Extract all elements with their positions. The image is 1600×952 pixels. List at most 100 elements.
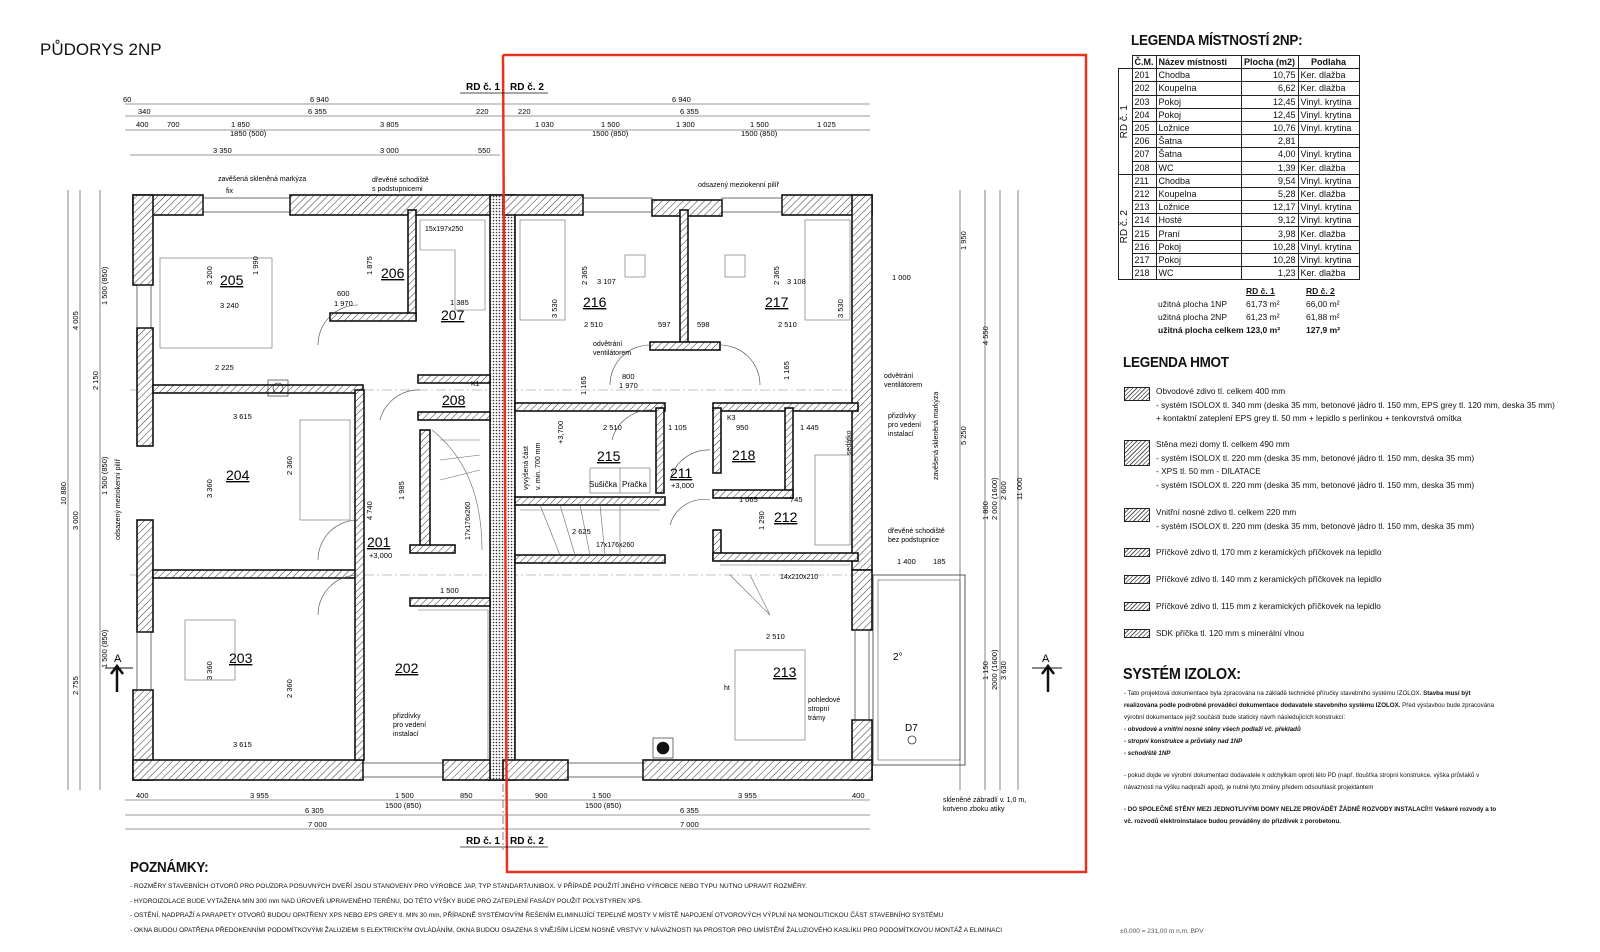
material-line: - systém ISOLOX tl. 220 mm (deska 35 mm,… [1156, 479, 1475, 490]
room-202: 202 [395, 660, 419, 676]
summary-rd1: 61,73 m² [1246, 299, 1280, 309]
dim: 3 000 [380, 146, 399, 155]
room-number: 218 [1131, 265, 1157, 281]
seat-label: sedátko [846, 430, 853, 455]
material-item: Příčkové zdivo tl. 170 mm z keramických … [1124, 546, 1381, 560]
walls [132, 194, 873, 781]
note-item: - OKNA BUDOU OPATŘENA PŘEDOKENNÍMI PODOM… [130, 926, 1002, 934]
dim: 7 000 [308, 820, 327, 829]
dim: 3 805 [380, 120, 399, 129]
summary-header-blank [1158, 285, 1246, 298]
room-name: Pokoj [1155, 252, 1242, 268]
dim: 10 880 [59, 482, 68, 505]
dim: 1 970 [334, 299, 353, 308]
dim: 2000 (1600) [990, 649, 999, 690]
note-raised-2: v. min. 700 mm [535, 443, 542, 490]
dim: 1500 (850) [592, 129, 629, 138]
material-line: - XPS tl. 50 mm - DILATACE [1156, 466, 1261, 476]
col-number: Č.M. [1131, 54, 1157, 70]
room-name: Pokoj [1155, 94, 1242, 109]
material-item: SDK příčka tl. 120 mm s minerální vlnou [1124, 627, 1304, 641]
note-vent-3: odvětrání [884, 373, 913, 380]
izolox-p1a: - Tato projektová dokumentace byla zprac… [1124, 690, 1424, 697]
dim: 3 360 [205, 479, 214, 498]
dim: 2 225 [215, 363, 234, 372]
room-number: 202 [1131, 81, 1157, 96]
summary-label: užitná plocha 1NP [1158, 299, 1227, 309]
notes-title: POZNÁMKY: [130, 859, 209, 876]
room-name: Šatna [1155, 134, 1242, 149]
material-line: - systém ISOLOX tl. 220 mm (deska 35 mm,… [1156, 520, 1475, 531]
room-number: 213 [1131, 200, 1157, 215]
dim: 2 360 [285, 456, 294, 475]
material-item: Obvodové zdivo tl. celkem 400 mm - systém… [1124, 385, 1555, 426]
note-beams-2: stropní [808, 706, 829, 713]
material-swatch-icon [1124, 575, 1150, 584]
rd1-label-bottom: RD č. 1 [466, 836, 500, 847]
material-swatch-icon [1124, 440, 1150, 466]
material-line: - systém ISOLOX tl. 220 mm (deska 35 mm,… [1156, 452, 1475, 463]
room-name: Pokoj [1155, 107, 1242, 122]
material-swatch-icon [1124, 602, 1150, 611]
izolox-p1: - Tato projektová dokumentace byla zprac… [1124, 688, 1502, 724]
material-line: Příčkové zdivo tl. 115 mm z keramických … [1156, 601, 1381, 611]
room-207: 207 [441, 307, 465, 323]
notes-list: - ROZMĚRY STAVEBNÍCH OTVORŮ PRO POUZDRA … [130, 880, 1002, 938]
dim: 2 510 [584, 320, 603, 329]
note-walls-5: pro vedení [393, 722, 426, 729]
dim: 4 005 [71, 311, 80, 330]
material-line: - systém ISOLOX tl. 340 mm (deska 35 mm,… [1156, 399, 1555, 410]
group-label: RD č. 1 [1118, 68, 1133, 175]
windows [136, 197, 870, 778]
room-name: Koupelna [1155, 81, 1242, 96]
col-floor: Podlaha [1297, 54, 1360, 70]
dim: 1500 (850) [385, 801, 422, 810]
note-railing-2: kotveno zboku atiky [943, 806, 1005, 813]
room-floor: Ker. dlažba [1297, 68, 1360, 83]
dim: 1 105 [668, 423, 687, 432]
dim: 3 108 [787, 277, 806, 286]
room-number: 216 [1131, 239, 1157, 254]
room-area: 5,28 [1240, 186, 1299, 202]
dim: 745 [790, 495, 803, 504]
rd2-label-bottom: RD č. 2 [510, 836, 544, 847]
room-area: 1,39 [1240, 160, 1299, 175]
dim: 950 [736, 423, 749, 432]
dim: 1 800 [981, 501, 990, 520]
dim: 900 [535, 791, 548, 800]
room-205: 205 [220, 272, 244, 288]
note-beams-3: trámy [808, 715, 826, 722]
summary-rd2: 127,9 m² [1306, 325, 1341, 335]
k1-label: K1 [471, 381, 480, 388]
dim: 1 000 [892, 273, 911, 282]
dim: 2 360 [285, 679, 294, 698]
door-swings [317, 304, 761, 616]
material-swatch-icon [1124, 508, 1150, 522]
dim: 2 000 (1600) [990, 477, 999, 520]
note-item: - OSTĚNÍ, NADPRAŽÍ A PARAPETY OTVORŮ BUD… [130, 912, 944, 919]
dim: 1 985 [397, 481, 406, 500]
room-number: 212 [1131, 186, 1157, 202]
dim: 3 530 [836, 299, 845, 318]
room-204: 204 [226, 467, 250, 483]
group-label-text: RD č. 1 [1119, 104, 1130, 139]
note-walls-4: přizdívky [393, 713, 421, 720]
washer-label: Pračka [622, 480, 647, 489]
room-area: 12,45 [1240, 107, 1299, 122]
dim: 6 940 [310, 95, 329, 104]
dim: 1 500 [395, 791, 414, 800]
dim: 3 615 [233, 740, 252, 749]
note-stairs-2: s podstupnicemi [372, 186, 423, 193]
material-line: + kontaktní zateplení EPS grey tl. 50 mm… [1156, 413, 1462, 423]
note-stairs-r1: dřevěné schodiště [888, 528, 945, 535]
material-line: Obvodové zdivo tl. celkem 400 mm [1156, 386, 1286, 396]
room-206: 206 [381, 265, 405, 281]
dim: 1 030 [535, 120, 554, 129]
